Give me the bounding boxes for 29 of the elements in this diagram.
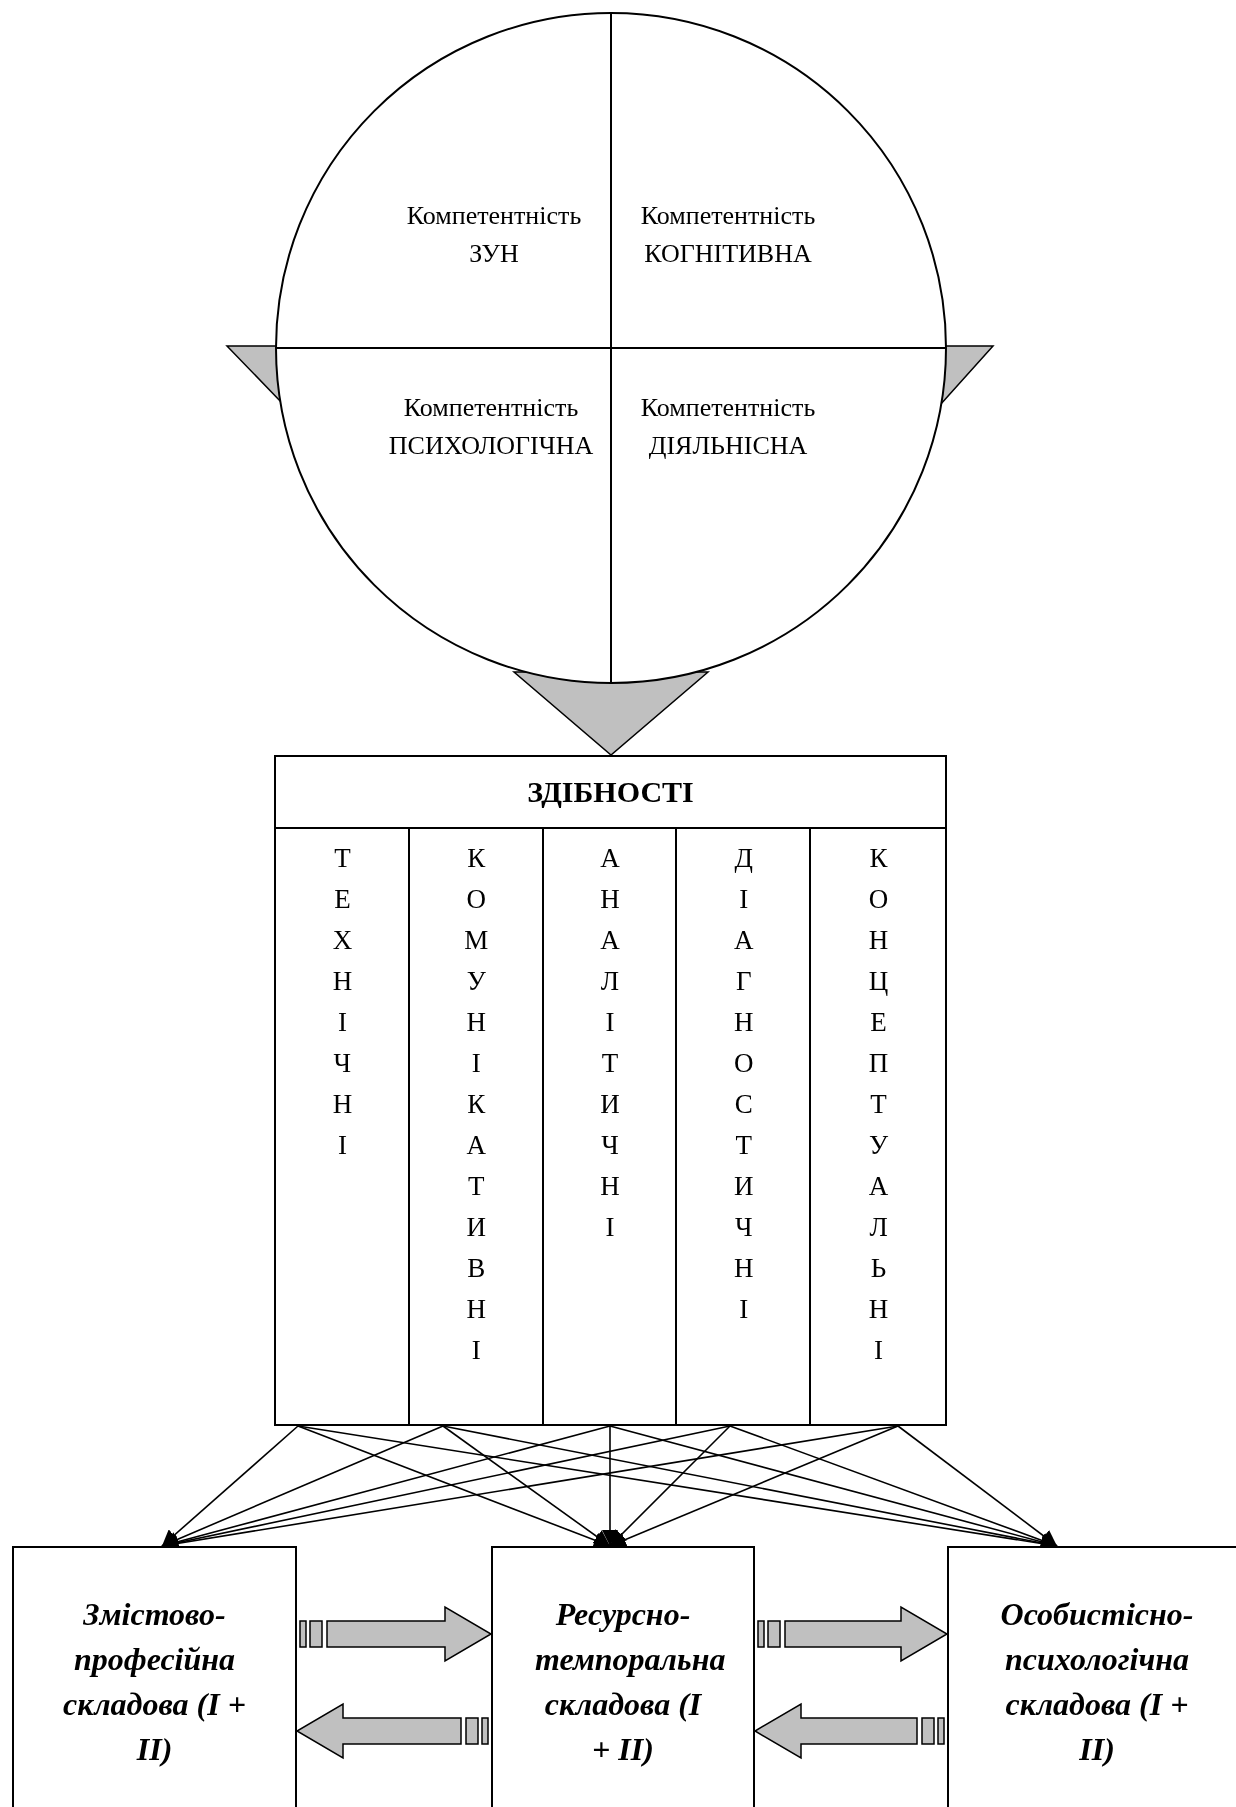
competence-label: Компетентність ПСИХОЛОГІЧНА [373, 389, 609, 469]
arrow [609, 1425, 899, 1548]
ability-text: КОНЦЕПТУАЛЬНІ [864, 843, 892, 1378]
block-arrow [757, 1605, 949, 1663]
block-arrow [295, 1702, 489, 1760]
arrow [442, 1425, 611, 1547]
arrow [602, 1425, 618, 1547]
ability-column [543, 827, 678, 1426]
arrow [897, 1425, 1058, 1547]
ability-text: АНАЛІТИЧНІ [596, 843, 623, 1255]
ability-column [276, 827, 410, 1426]
component-box: Змістово-професійна складова (I + II) [12, 1546, 297, 1807]
block-arrow [299, 1605, 493, 1663]
competence-label: Компетентність ДІЯЛЬНІСНА [621, 389, 835, 469]
competence-label: Компетентність КОГНІТИВНА [621, 197, 835, 277]
ability-text: КОМУНІКАТИВНІ [462, 843, 490, 1378]
component-box: Ресурсно-темпоральна складова (I + II) [491, 1546, 755, 1807]
arrow [609, 1425, 731, 1547]
table-header: ЗДІБНОСТІ [526, 774, 695, 810]
block-arrow [753, 1702, 945, 1760]
component-box: Особистісно-психологічна складова (I + II) [947, 1546, 1236, 1807]
arrow [161, 1425, 299, 1547]
arrow [161, 1425, 444, 1548]
ability-column [409, 827, 544, 1426]
abilities-table [274, 755, 947, 1426]
competence-label: Компетентність ЗУН [387, 197, 601, 277]
ability-text: ТЕХНІЧНІ [328, 843, 356, 1173]
ability-column [677, 827, 812, 1426]
ability-text: ДІАГНОСТИЧНІ [729, 843, 757, 1337]
